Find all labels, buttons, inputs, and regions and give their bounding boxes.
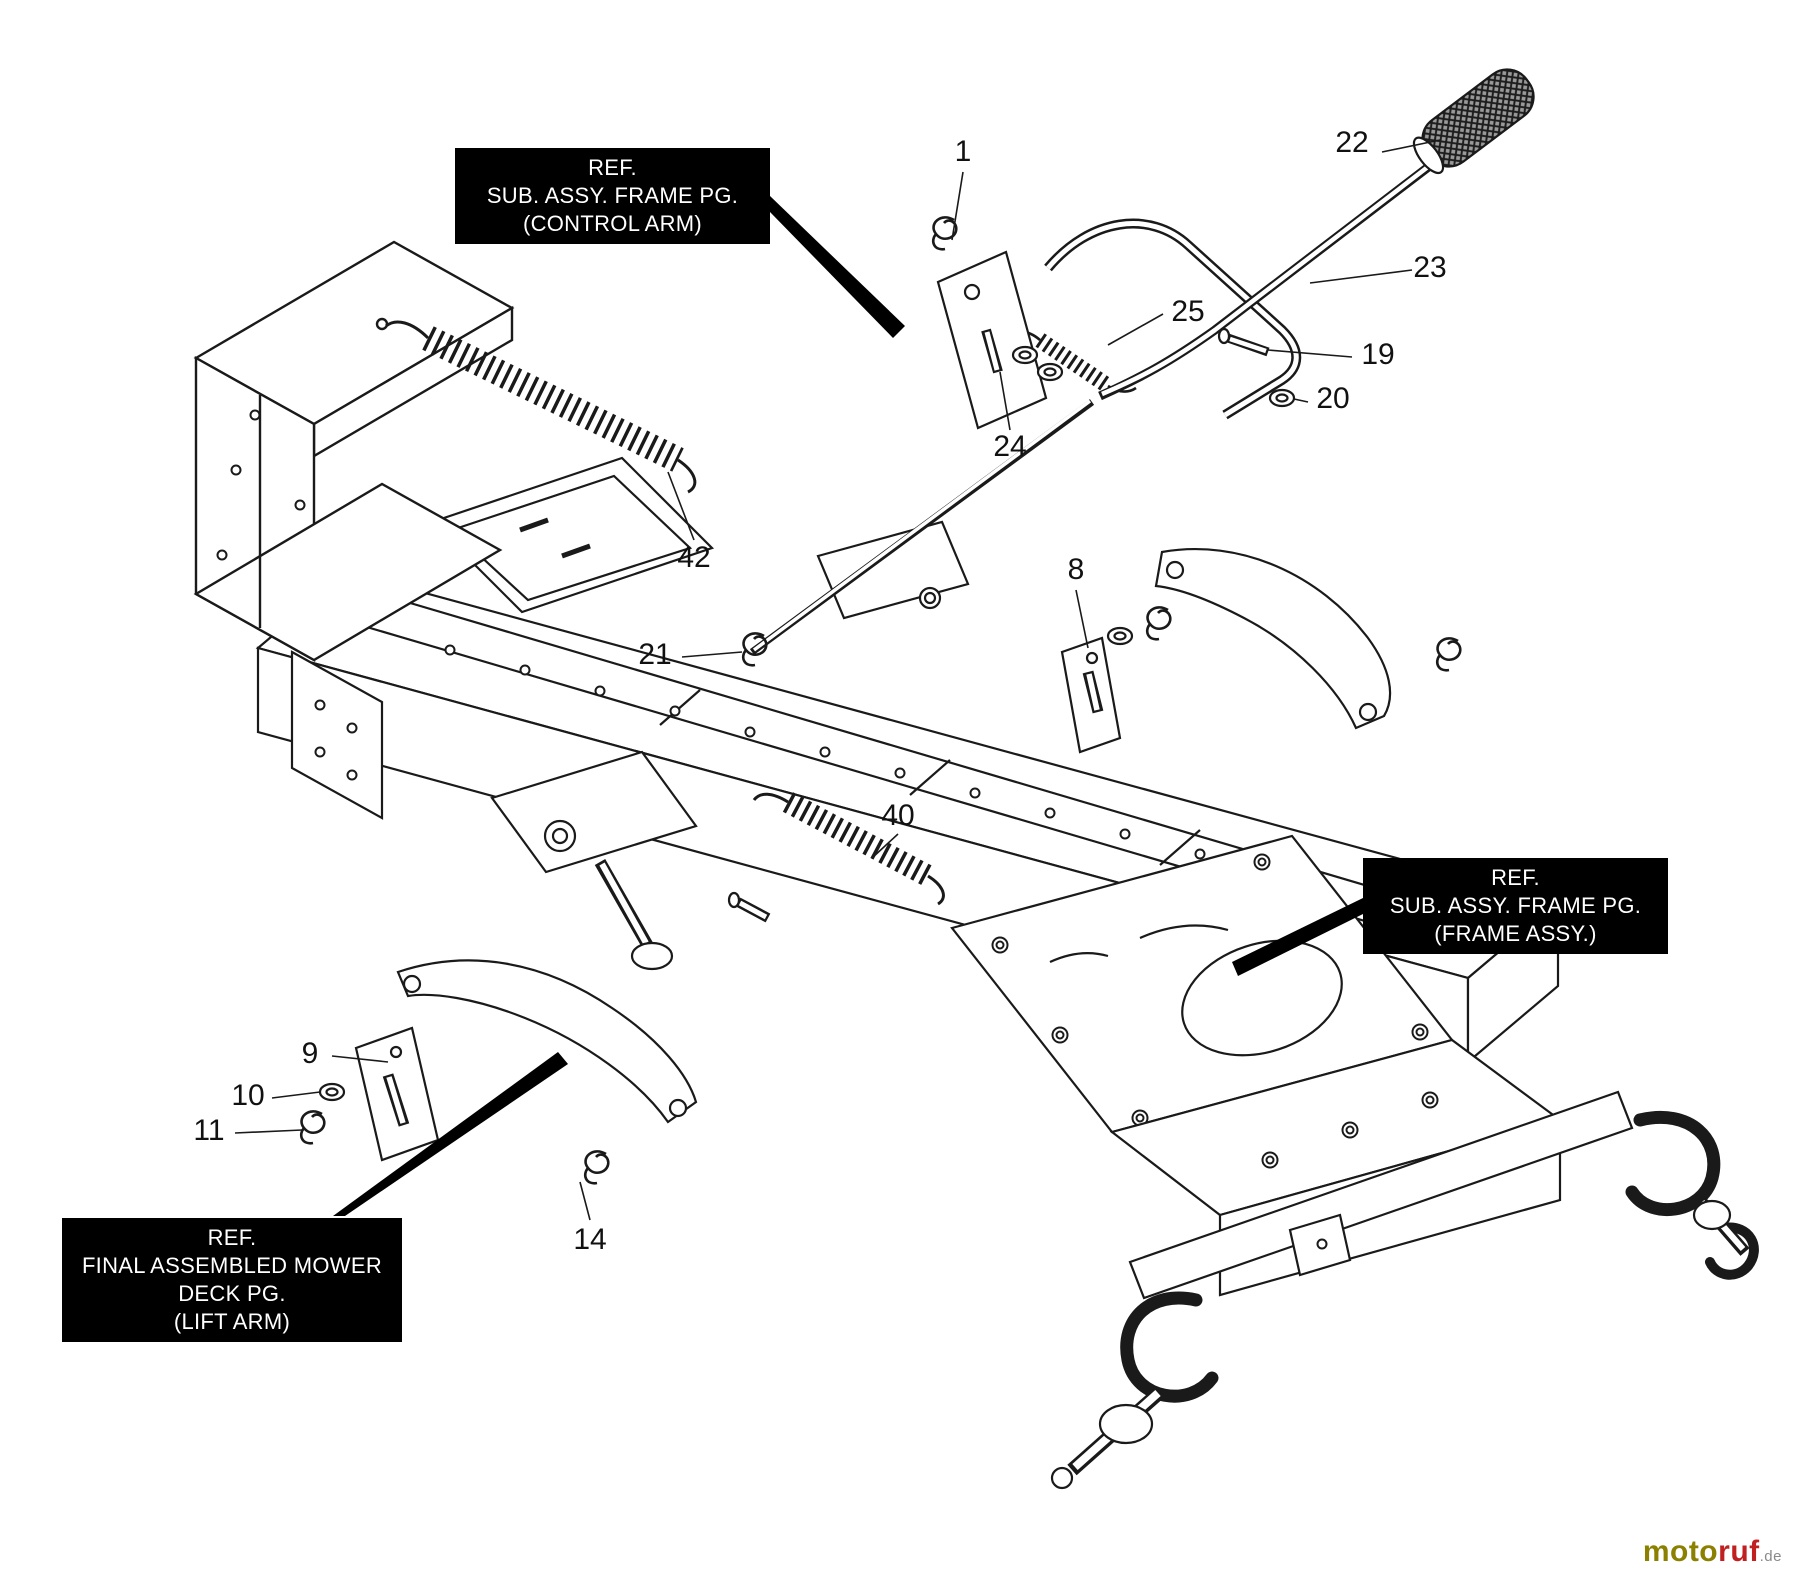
part-label-24: 24 <box>993 430 1027 463</box>
ref-box-line: FINAL ASSEMBLED MOWER <box>81 1252 383 1278</box>
ref-box-control-arm: REF. SUB. ASSY. FRAME PG. (CONTROL ARM) <box>455 148 770 244</box>
ref-box-line: REF. <box>588 154 637 180</box>
part-label-40: 40 <box>881 799 915 832</box>
c-bracket <box>193 240 515 663</box>
ref-box-line: DECK PG. <box>178 1281 286 1306</box>
watermark-logo: motoruf.de <box>1643 1535 1782 1569</box>
ref-box-lift-arm: REF. FINAL ASSEMBLED MOWER DECK PG. (LIF… <box>62 1218 402 1342</box>
ref-box-line: SUB. ASSY. FRAME PG. <box>486 182 739 208</box>
ref-box-line: (LIFT ARM) <box>173 1309 291 1335</box>
watermark-brand-left: moto <box>1642 1535 1719 1568</box>
lift-arm-left <box>396 959 698 1124</box>
ref-arrows <box>333 196 1363 1216</box>
ref-box-line: REF. <box>207 1224 257 1250</box>
part-label-22: 22 <box>1335 126 1369 159</box>
part-label-25: 25 <box>1171 295 1205 328</box>
lift-arm-right <box>1154 547 1392 730</box>
frame-plate <box>950 834 1454 1134</box>
ref-box-line: SUB. ASSY. FRAME PG. <box>1389 892 1642 918</box>
control-arm-assembly <box>749 68 1535 655</box>
ref-box-frame-assy: REF. SUB. ASSY. FRAME PG. (FRAME ASSY.) <box>1363 858 1668 954</box>
bracket-9 <box>354 1026 440 1162</box>
watermark-tld: .de <box>1759 1548 1782 1565</box>
tension-spring-40 <box>752 792 945 906</box>
ref-box-line: REF. <box>1491 864 1540 890</box>
part-label-14: 14 <box>573 1223 607 1256</box>
part-label-8: 8 <box>1067 553 1085 586</box>
tension-spring-42 <box>385 320 697 494</box>
watermark-brand-right: ruf <box>1718 1535 1760 1568</box>
part-label-21: 21 <box>638 638 672 671</box>
part-label-20: 20 <box>1316 382 1350 415</box>
part-label-23: 23 <box>1413 251 1447 284</box>
leader-lines <box>234 139 1441 1221</box>
caster-pivot <box>490 750 698 971</box>
part-label-19: 19 <box>1361 338 1395 371</box>
part-label-10: 10 <box>231 1079 265 1112</box>
front-axle-assembly <box>1050 1038 1759 1490</box>
part-label-11: 11 <box>193 1114 225 1147</box>
part-label-9: 9 <box>301 1037 319 1070</box>
part-label-42: 42 <box>677 541 711 574</box>
bracket-8 <box>1060 636 1122 754</box>
ref-box-line: (FRAME ASSY.) <box>1434 921 1597 947</box>
ref-box-line: (CONTROL ARM) <box>522 211 703 237</box>
part-label-1: 1 <box>954 135 972 168</box>
